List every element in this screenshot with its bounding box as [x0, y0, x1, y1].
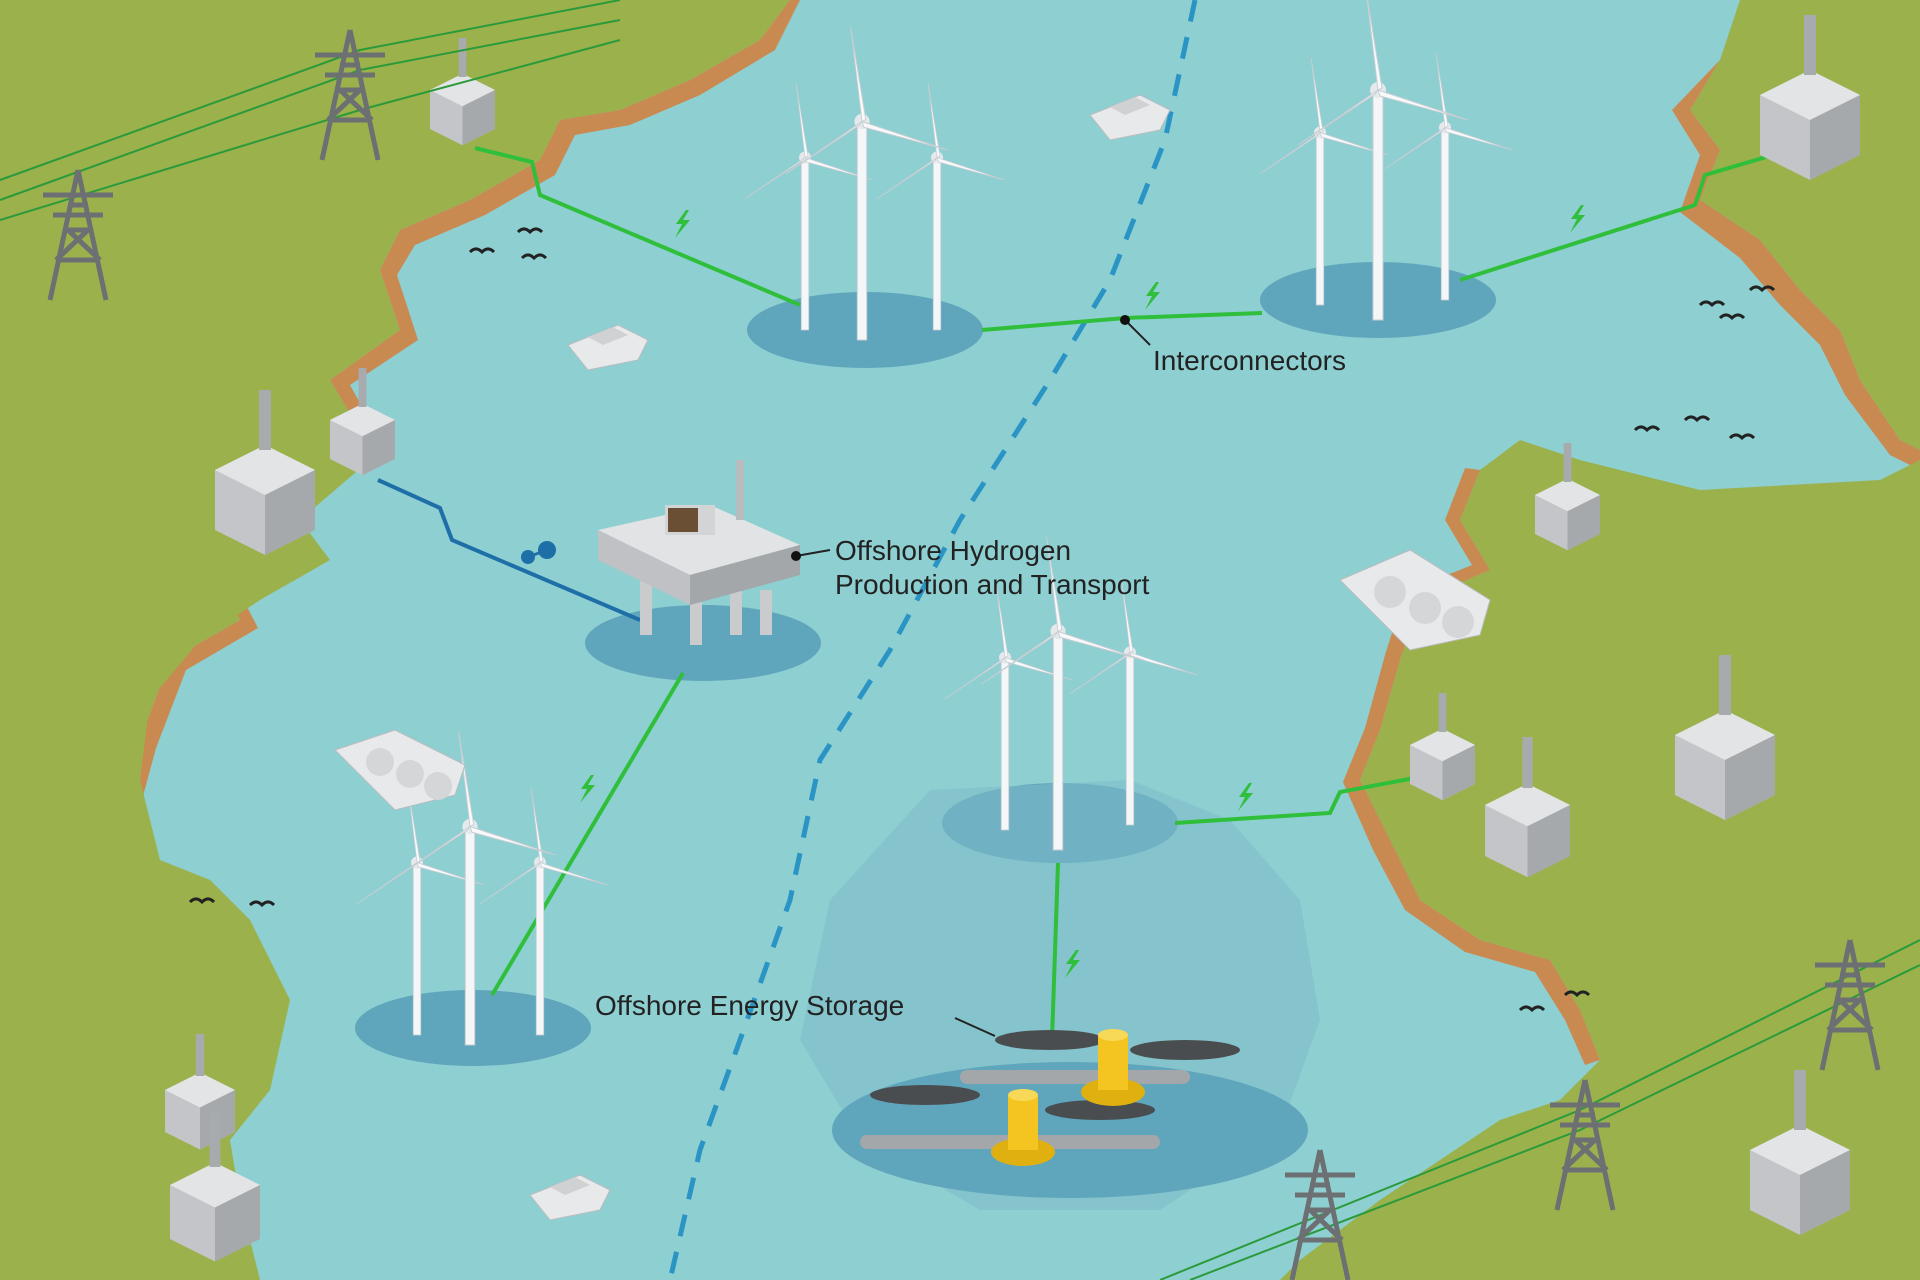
land-right [1280, 440, 1920, 1280]
cable-right-shore [1459, 148, 1791, 282]
label-hydrogen-line1: Offshore Hydrogen [835, 535, 1071, 566]
storage-float [991, 1089, 1055, 1166]
label-hydrogen-line2: Production and Transport [835, 569, 1150, 600]
cable-left-shore [474, 146, 801, 307]
label-interconnectors: Interconnectors [1153, 345, 1346, 376]
cable-storage [1050, 862, 1060, 1041]
hydrogen-pipeline [377, 478, 641, 622]
hydrogen-molecule-icon [521, 541, 556, 564]
hydrogen-platform [598, 460, 800, 645]
callouts: Interconnectors Offshore Hydrogen Produc… [595, 315, 1346, 1037]
land-right-top [1690, 0, 1920, 450]
lng-tanker-icon [1339, 549, 1491, 651]
maritime-border-line [667, 0, 1198, 1280]
cable-center-right-shore [1174, 775, 1421, 825]
lng-tanker-icon [334, 729, 466, 811]
label-energy-storage: Offshore Energy Storage [595, 990, 904, 1021]
ships [334, 94, 1491, 1221]
cable-hydrogen-to-turbines [490, 671, 685, 997]
pad-hydrogen [585, 605, 821, 681]
energy-storage-system [860, 1029, 1240, 1166]
storage-float [1081, 1029, 1145, 1106]
land-left-mid [0, 370, 370, 1280]
